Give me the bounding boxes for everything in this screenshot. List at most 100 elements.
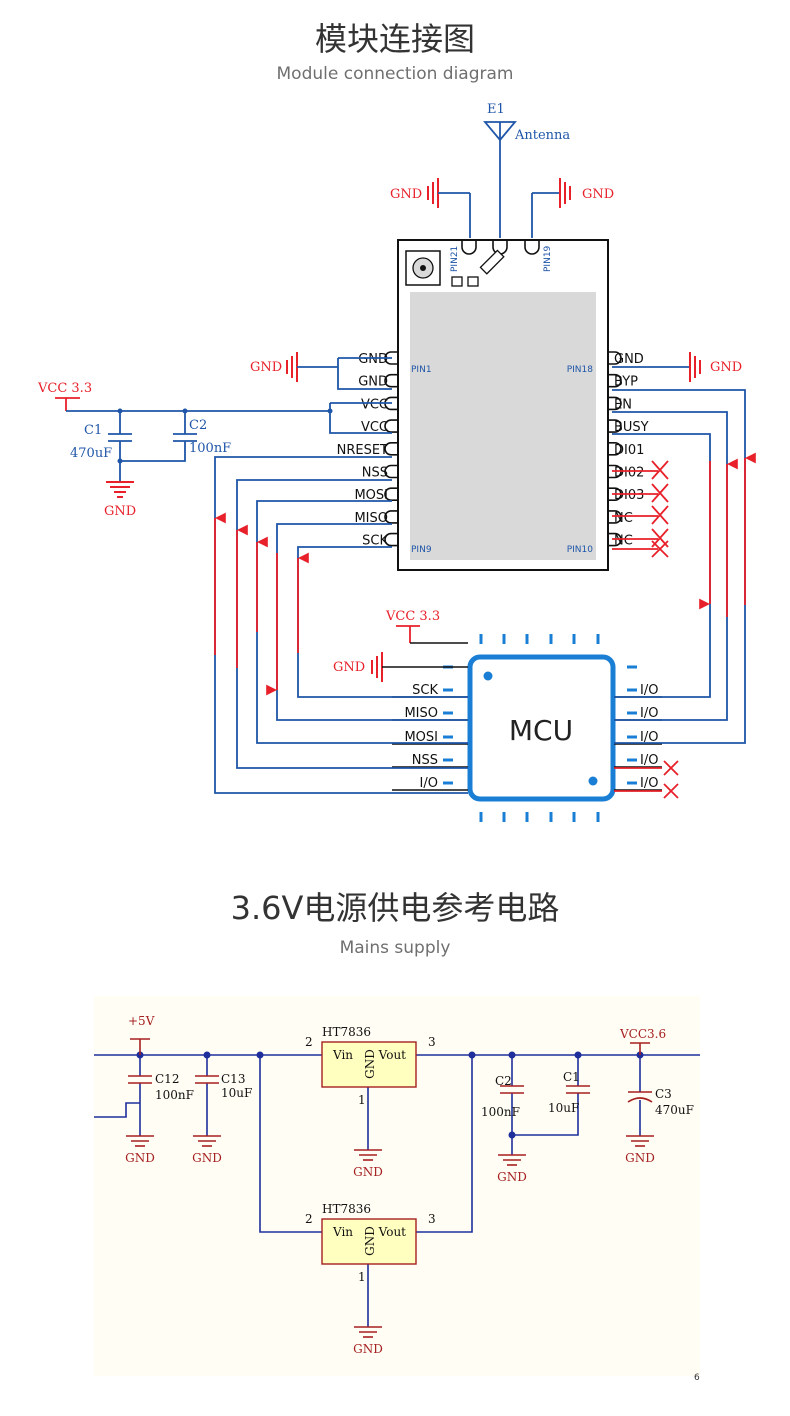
mcu-pin-label-right-3: I/O bbox=[640, 753, 658, 768]
svg-text:GND: GND bbox=[353, 1165, 383, 1179]
module-pin-label-right-5: DI02 bbox=[614, 466, 644, 481]
svg-text:GND: GND bbox=[192, 1151, 222, 1165]
svg-text:VCC 3.3: VCC 3.3 bbox=[385, 609, 440, 624]
cap-c3-value: 470uF bbox=[655, 1103, 694, 1117]
gnd-symbol-pin1: GND bbox=[250, 352, 392, 390]
section1-title: 模块连接图 bbox=[314, 20, 475, 58]
module-pin-label-left-4: NRESET bbox=[337, 443, 388, 458]
cap-plates bbox=[128, 1075, 653, 1103]
cap-c2-value-2: 100nF bbox=[481, 1105, 520, 1119]
mcu-pin-label-right-2: I/O bbox=[640, 730, 658, 745]
svg-text:GND: GND bbox=[625, 1151, 655, 1165]
svg-text:GND: GND bbox=[333, 660, 365, 675]
svg-text:HT7836: HT7836 bbox=[322, 1202, 371, 1216]
pin1-tag: PIN1 bbox=[411, 365, 432, 375]
module-pin-label-left-8: SCK bbox=[362, 534, 388, 549]
corner-mark: 6 bbox=[694, 1373, 700, 1383]
mcu-vcc: VCC 3.3 bbox=[385, 609, 468, 644]
module-pin-label-left-7: MISO bbox=[354, 511, 388, 526]
section2-title: 3.6V电源供电参考电路 bbox=[230, 889, 560, 927]
gnd-symbol: GND bbox=[125, 1135, 155, 1165]
module-pin-label-left-3: VCC bbox=[361, 420, 388, 435]
pin19-tag: PIN19 bbox=[543, 245, 553, 272]
cap-c13-value: 10uF bbox=[221, 1086, 252, 1100]
gnd-symbol-top-right: GND bbox=[531, 178, 614, 238]
svg-text:Vin: Vin bbox=[332, 1225, 353, 1239]
mcu-pin-label-right-1: I/O bbox=[640, 706, 658, 721]
cap-c1-value: 470uF bbox=[70, 446, 112, 461]
module-pin-label-left-5: NSS bbox=[362, 466, 388, 481]
module-pin-label-right-8: NC bbox=[614, 534, 633, 549]
rail-symbols bbox=[130, 1038, 650, 1055]
module-pin-label-left-0: GND bbox=[358, 352, 388, 367]
module-pin-label-left-2: VCC bbox=[361, 397, 388, 412]
module-pin-label-left-1: GND bbox=[358, 375, 388, 390]
cap-c12-ref: C12 bbox=[155, 1072, 179, 1086]
gnd-symbol-top-left: GND bbox=[390, 178, 471, 238]
pin18-tag: PIN18 bbox=[567, 365, 594, 375]
svg-text:Vout: Vout bbox=[378, 1225, 407, 1239]
svg-text:2: 2 bbox=[305, 1212, 313, 1226]
mcu-pin-label-left-1: MISO bbox=[404, 706, 438, 721]
svg-text:VCC 3.3: VCC 3.3 bbox=[37, 381, 92, 396]
svg-text:Vin: Vin bbox=[332, 1048, 353, 1062]
svg-text:1: 1 bbox=[358, 1270, 366, 1284]
module-connection-diagram: E1 Antenna GND GND PIN21 bbox=[37, 102, 756, 822]
mcu-pin-label-right-4: I/O bbox=[640, 776, 658, 791]
module-pin-label-right-2: EN bbox=[614, 397, 632, 412]
antenna-symbol: E1 Antenna bbox=[483, 102, 570, 238]
pin9-tag: PIN9 bbox=[411, 545, 432, 555]
antenna-ref: E1 bbox=[487, 102, 505, 117]
schematic-wires bbox=[94, 1054, 700, 1327]
svg-text:GND: GND bbox=[250, 360, 282, 375]
rail-vcc36: VCC3.6 bbox=[619, 1027, 666, 1041]
svg-text:GND: GND bbox=[363, 1049, 377, 1079]
cap-c3-ref: C3 bbox=[655, 1087, 672, 1101]
svg-text:GND: GND bbox=[125, 1151, 155, 1165]
module-pin-label-right-4: DI01 bbox=[614, 443, 644, 458]
rail-5v: +5V bbox=[128, 1014, 155, 1028]
svg-text:GND: GND bbox=[104, 504, 136, 519]
module-pin-label-right-6: DI03 bbox=[614, 488, 644, 503]
mcu-label: MCU bbox=[509, 714, 573, 747]
gnd-symbol-pin18: GND bbox=[612, 352, 742, 382]
module-pin-label-right-1: BYP bbox=[614, 375, 638, 390]
gnd-symbol: GND bbox=[353, 1149, 383, 1179]
svg-text:GND: GND bbox=[353, 1342, 383, 1356]
cap-c1-ref: C1 bbox=[84, 423, 102, 438]
antenna-label: Antenna bbox=[514, 128, 570, 143]
section2-subtitle: Mains supply bbox=[339, 938, 451, 958]
signal-wires bbox=[214, 389, 756, 794]
mcu-nc-markers bbox=[614, 760, 679, 799]
mcu-pin-label-left-0: SCK bbox=[412, 683, 438, 698]
cap-c12-value: 100nF bbox=[155, 1088, 194, 1102]
module-pin-label-left-6: MOSI bbox=[354, 488, 388, 503]
svg-text:HT7836: HT7836 bbox=[322, 1025, 371, 1039]
section1-subtitle: Module connection diagram bbox=[276, 64, 514, 84]
gnd-symbol: GND bbox=[625, 1135, 655, 1165]
svg-text:2: 2 bbox=[305, 1035, 313, 1049]
mcu-gnd: GND bbox=[333, 652, 468, 682]
gnd-symbol: GND bbox=[497, 1154, 527, 1184]
svg-text:3: 3 bbox=[428, 1035, 436, 1049]
module-pin-label-right-0: GND bbox=[614, 352, 644, 367]
module-pin-label-right-7: NC bbox=[614, 511, 633, 526]
cap-c13-ref: C13 bbox=[221, 1072, 245, 1086]
gnd-symbols-2: GND GND GND GND GND GND bbox=[125, 1135, 655, 1356]
module-pin-label-right-3: BUSY bbox=[614, 420, 649, 435]
mcu-pin-label-right-0: I/O bbox=[640, 683, 658, 698]
svg-text:3: 3 bbox=[428, 1212, 436, 1226]
junction-dots bbox=[136, 1051, 644, 1139]
svg-text:1: 1 bbox=[358, 1093, 366, 1107]
cap-c1-ref-2: C1 bbox=[563, 1070, 580, 1084]
gnd-symbol: GND bbox=[353, 1326, 383, 1356]
mcu-pin-label-left-4: I/O bbox=[420, 776, 438, 791]
cap-c2-value: 100nF bbox=[189, 441, 231, 456]
mcu-pin-label-left-3: NSS bbox=[412, 753, 438, 768]
cap-c1-value-2: 10uF bbox=[548, 1101, 579, 1115]
rf-module: PIN21 PIN19 PIN1 PIN9 PIN18 PIN10 GNDGND… bbox=[337, 239, 649, 571]
svg-text:GND: GND bbox=[390, 187, 422, 202]
